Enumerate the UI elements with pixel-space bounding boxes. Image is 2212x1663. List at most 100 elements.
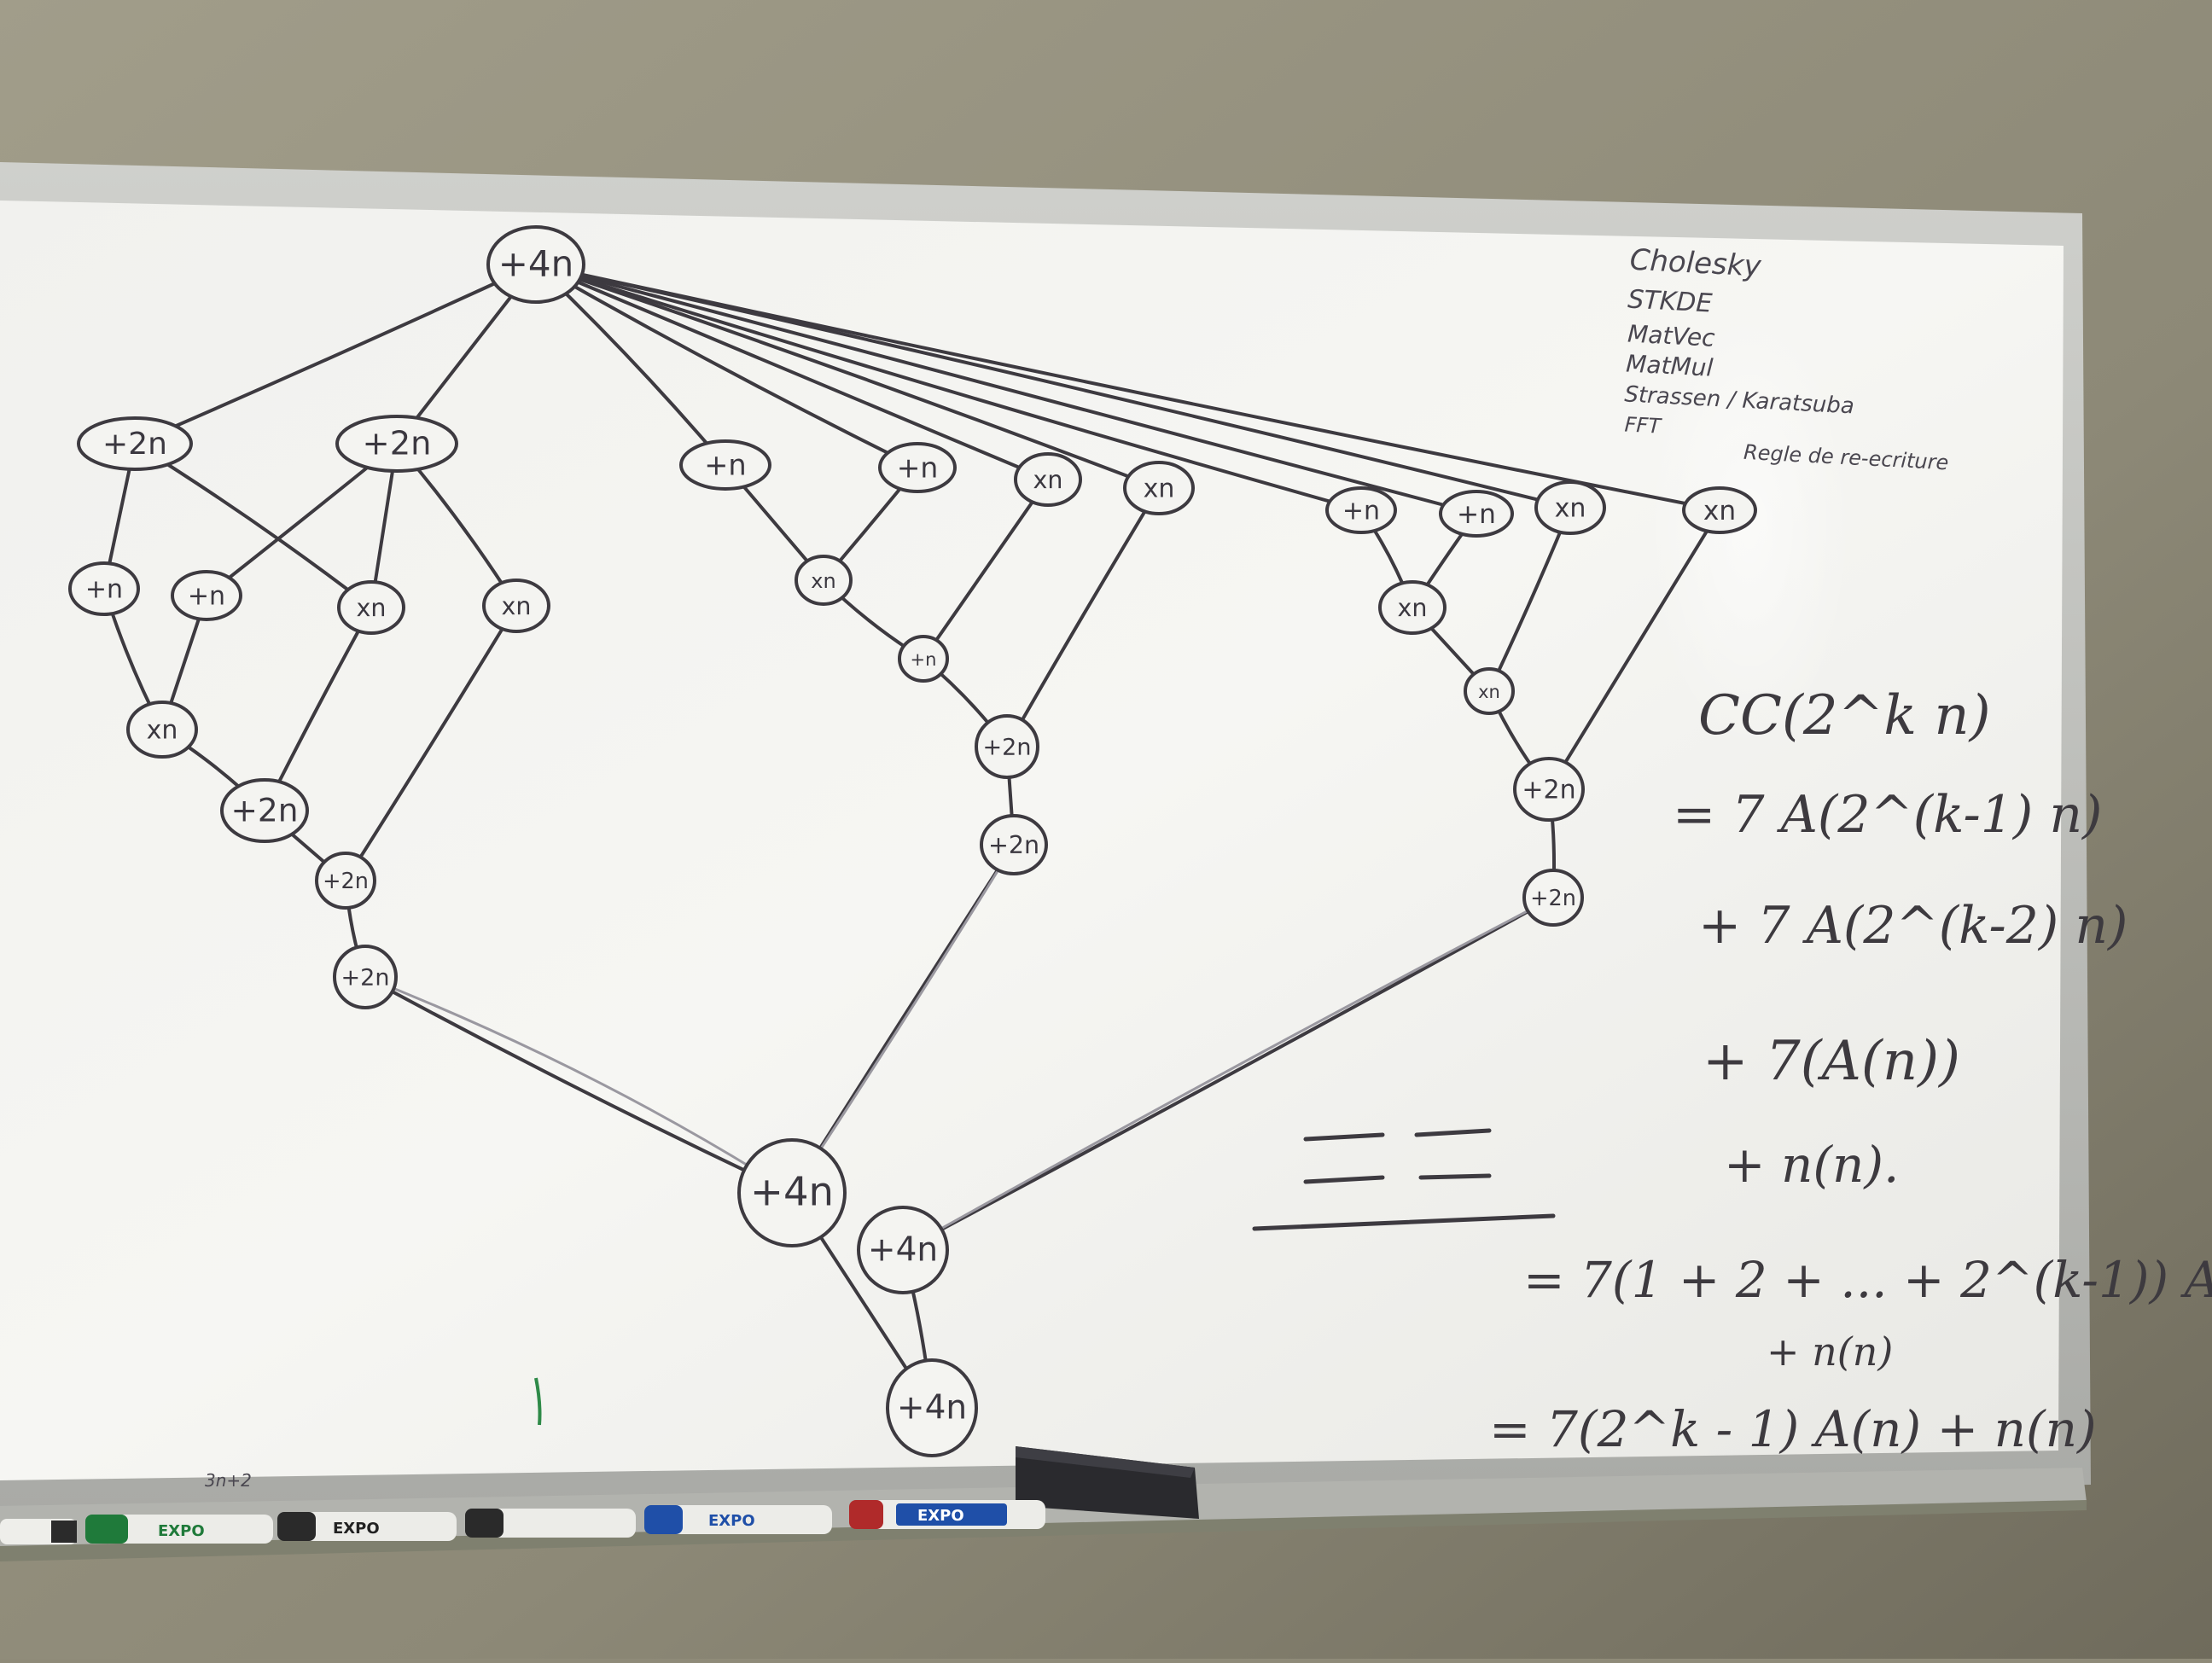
graph-edge [790,843,1016,1195]
tray-shadow [0,1500,2087,1561]
graph-node: +2n [315,852,376,910]
light-glare [1647,307,1852,751]
node-circle [1014,452,1082,507]
node-circle [878,442,957,493]
graph-node: +4n [486,225,585,304]
graph-node: +n [1439,490,1514,538]
graph-edge [364,975,794,1195]
marker-brand: EXPO [333,1520,380,1538]
eraser [1016,1446,1199,1519]
math-line: = 7(2^k - 1) A(n) + n(n) [1489,1400,2097,1458]
graph-edge [364,975,794,1195]
topic-item: MatVec [1627,320,1716,352]
graph-edge [901,896,1555,1252]
graph-node: xn [795,555,853,606]
graph-node: +2n [1513,757,1585,822]
node-label: +4n [498,243,574,285]
graph-node: xn [482,579,550,633]
node-label: +2n [363,425,432,463]
node-label: +n [1457,499,1496,530]
node-label: +4n [897,1389,967,1428]
graph-node: xn [1014,452,1082,507]
node-circle [898,635,949,683]
node-label: xn [502,592,532,620]
node-label: xn [147,716,178,746]
graph-node: +4n [737,1138,847,1247]
graph-node: xn [1534,480,1606,535]
node-circle [886,1358,978,1457]
equals-doodle [1252,1128,1556,1231]
node-circle [68,561,140,616]
graph-node: +n [171,570,242,621]
node-circle [1682,486,1757,534]
node-label: xn [1033,466,1063,494]
graph-edge [534,263,1161,490]
node-circle [482,579,550,633]
node-circle [1439,490,1514,538]
graph-edges-light [364,843,1555,1252]
node-circle [335,415,458,473]
graph-node: xn [1464,667,1515,715]
graph-node: +n [898,635,949,683]
node-label: +n [188,582,225,612]
graph-node: xn [1682,486,1757,534]
node-label: +2n [988,831,1039,859]
graph-edge [534,263,1721,512]
topic-item: STKDE [1627,284,1713,318]
node-label: +2n [230,792,298,829]
graph-nodes: +4n +2n +2n +n +n xn xn +n +n xn xn +n +n xn xn xn +2n +2… [68,225,1757,1457]
node-label: +4n [750,1169,834,1215]
graph-node: +2n [980,814,1048,875]
node-circle [795,555,853,606]
math-line: = 7 A(2^(k-1) n) [1673,785,2102,845]
graph-edge [534,263,1363,512]
node-circle [126,701,198,759]
node-circle [220,778,309,843]
graph-edge [534,263,1478,515]
node-circle [486,225,585,304]
node-label: +2n [102,427,167,462]
marker-brand: EXPO [917,1507,964,1525]
math-line: + n(n) [1767,1329,1893,1375]
graph-node: +2n [1522,869,1584,927]
node-circle [975,714,1039,779]
graph-edge [344,604,518,882]
topic-item: MatMul [1626,349,1714,381]
node-label: +2n [323,869,369,894]
node-circle [1534,480,1606,535]
node-circle [1123,461,1195,515]
graph-node: xn [1123,461,1195,515]
node-label: xn [1478,682,1500,702]
graph-node: +4n [857,1206,949,1294]
graph-edge [901,896,1555,1252]
math-line: + n(n). [1724,1136,1899,1194]
graph-node: +n [68,561,140,616]
topic-item: FFT [1624,412,1663,438]
math-derivation: CC(2^k n) = 7 A(2^(k-1) n) + 7 A(2^(k-2)… [1489,684,2212,1458]
graph-edge [1005,486,1161,748]
node-circle [77,416,193,471]
marker-blue: EXPO [644,1505,832,1534]
graph-node: +2n [220,778,309,843]
marker-red-blue: EXPO [849,1500,1045,1529]
node-label: +2n [983,735,1032,761]
node-circle [333,945,398,1009]
node-label: +n [897,451,939,485]
node-label: xn [1398,594,1428,622]
node-label: +2n [1522,776,1575,805]
graph-node: +2n [335,415,458,473]
math-line: = 7(1 + 2 + ... + 2^(k-1)) A(n) [1523,1251,2212,1309]
graph-node: xn [1378,580,1447,635]
node-circle [679,439,771,491]
tray-note: 3n+2 [205,1470,252,1491]
node-label: xn [1555,494,1586,524]
node-label: xn [1144,474,1175,504]
graph-edge [1547,509,1721,791]
node-label: +4n [868,1231,938,1270]
graph-node: +n [1325,486,1397,534]
markers: EXPO EXPO EXPO EXPO [0,1500,1045,1544]
green-stray-mark [534,1377,542,1426]
node-circle [171,570,242,621]
marker-green: EXPO [85,1515,273,1544]
